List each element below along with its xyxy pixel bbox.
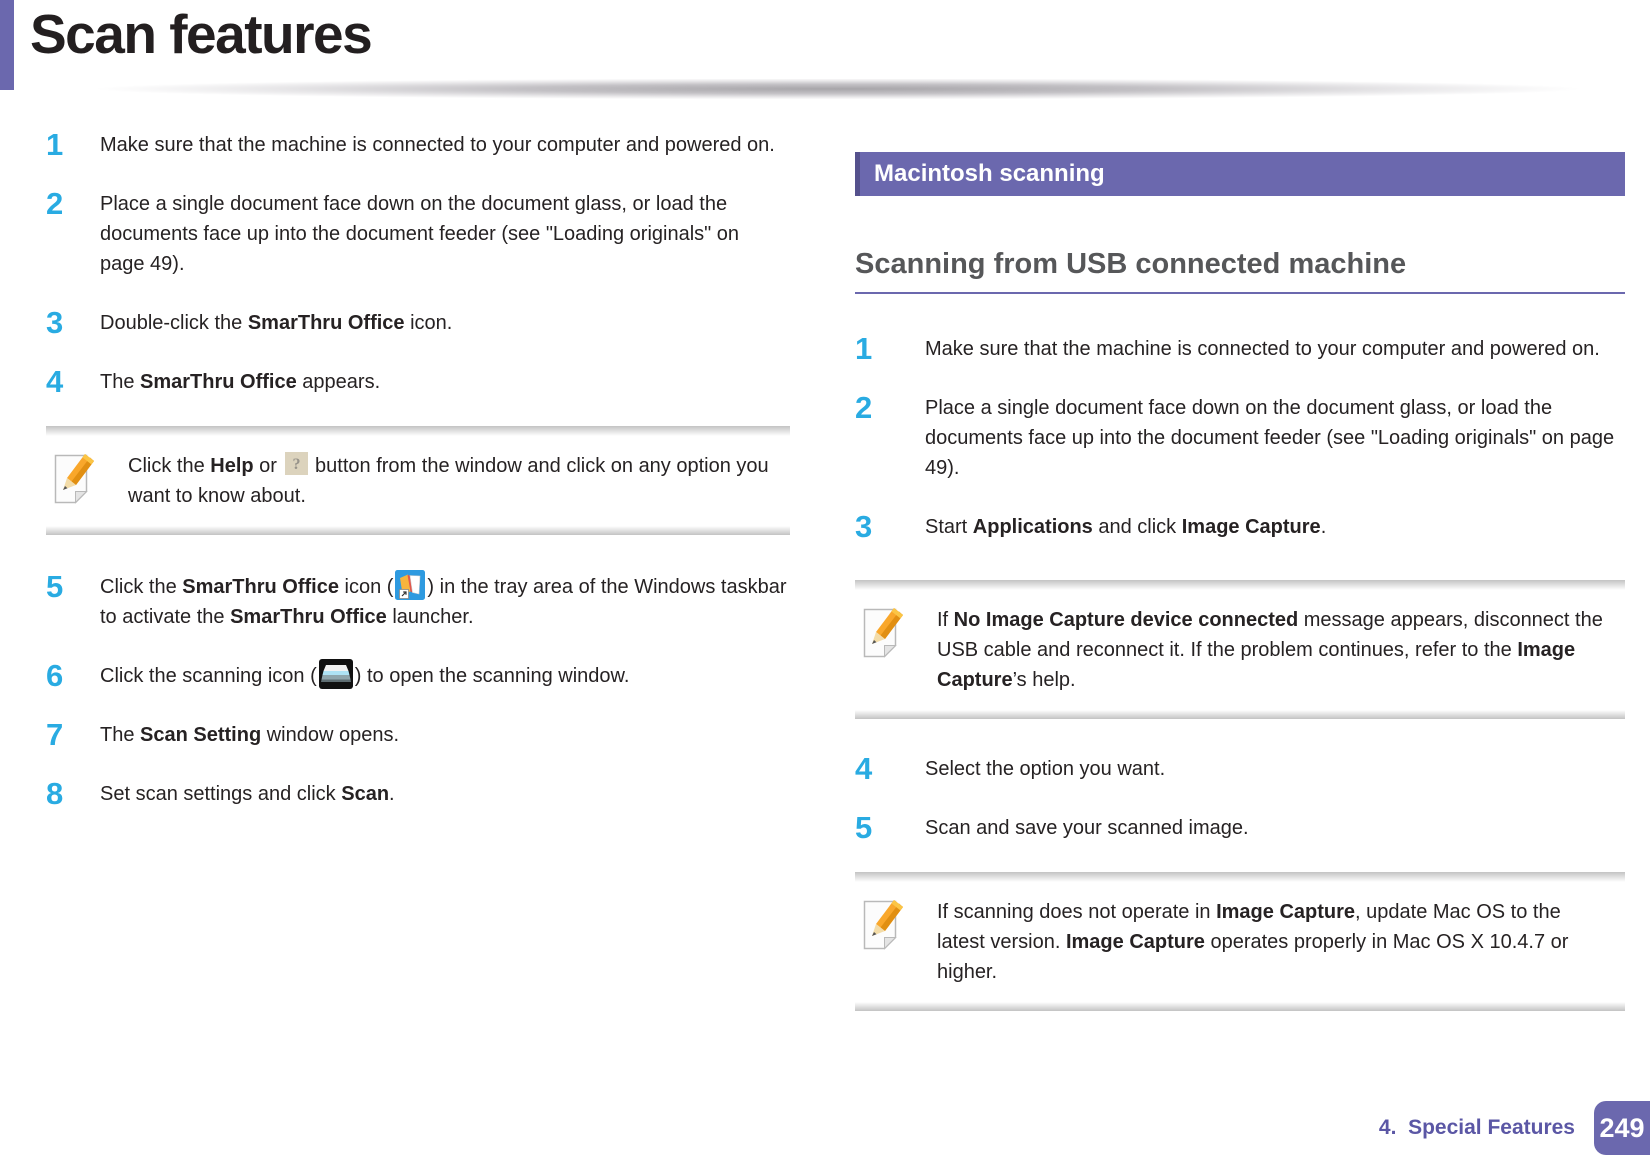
step-text: Make sure that the machine is connected … bbox=[100, 134, 775, 156]
title-divider bbox=[26, 79, 1650, 101]
section-header-label: Macintosh scanning bbox=[874, 160, 1105, 187]
step-number: 1 bbox=[46, 127, 64, 162]
step-row: 1 Make sure that the machine is connecte… bbox=[46, 127, 790, 162]
subheading-usb-scanning: Scanning from USB connected machine bbox=[855, 248, 1625, 294]
svg-text:?: ? bbox=[292, 456, 300, 473]
step-text: Start Applications and click Image Captu… bbox=[925, 516, 1327, 538]
step-number: 7 bbox=[46, 717, 64, 752]
section-header-macintosh-scanning: Macintosh scanning bbox=[855, 152, 1625, 196]
step-text: Make sure that the machine is connected … bbox=[925, 338, 1600, 360]
step-text: Place a single document face down on the… bbox=[100, 193, 740, 275]
step-row: 4 Select the option you want. bbox=[855, 751, 1625, 786]
step-text: The SmarThru Office appears. bbox=[100, 371, 381, 393]
step-text: Click the scanning icon () to open the s… bbox=[100, 658, 788, 691]
note-text: If No Image Capture device connected mes… bbox=[937, 609, 1603, 691]
note-pencil-icon bbox=[54, 453, 98, 511]
step-row: 5 Click the SmarThru Office icon () in t… bbox=[46, 569, 790, 632]
step-row: 4 The SmarThru Office appears. bbox=[46, 364, 790, 399]
step-number: 2 bbox=[46, 186, 64, 221]
note-box: If scanning does not operate in Image Ca… bbox=[855, 872, 1625, 1011]
note-pencil-icon bbox=[863, 899, 907, 987]
step-text: Set scan settings and click Scan. bbox=[100, 783, 395, 805]
step-number: 1 bbox=[855, 331, 873, 366]
step-number: 3 bbox=[855, 509, 873, 544]
smarthru-tray-icon bbox=[395, 569, 426, 600]
step-number: 8 bbox=[46, 776, 64, 811]
page-title: Scan features bbox=[30, 3, 373, 65]
step-text: Scan and save your scanned image. bbox=[925, 817, 1249, 839]
step-number: 6 bbox=[46, 658, 64, 693]
step-text: Select the option you want. bbox=[925, 758, 1166, 780]
step-number: 4 bbox=[46, 364, 64, 399]
footer-chapter-label: 4. Special Features bbox=[1378, 1116, 1575, 1139]
step-row: 1 Make sure that the machine is connecte… bbox=[855, 331, 1625, 366]
page-footer: 4. Special Features 249 bbox=[1379, 1101, 1650, 1155]
step-row: 7 The Scan Setting window opens. bbox=[46, 717, 790, 752]
step-row: 5 Scan and save your scanned image. bbox=[855, 810, 1625, 845]
page-number-badge: 249 bbox=[1594, 1101, 1650, 1155]
title-accent-bar bbox=[0, 0, 14, 90]
note-text: If scanning does not operate in Image Ca… bbox=[937, 901, 1569, 983]
step-number: 5 bbox=[46, 569, 64, 604]
step-number: 3 bbox=[46, 305, 64, 340]
right-column: Macintosh scanning Scanning from USB con… bbox=[855, 152, 1625, 1048]
step-text: Place a single document face down on the… bbox=[925, 397, 1615, 479]
step-number: 2 bbox=[855, 390, 873, 425]
scanner-icon bbox=[318, 658, 353, 689]
left-column: 1 Make sure that the machine is connecte… bbox=[46, 127, 790, 838]
note-box: If No Image Capture device connected mes… bbox=[855, 580, 1625, 719]
step-row: 6 Click the scanning icon () to open the… bbox=[46, 658, 790, 693]
note-text: Click the Help or ? button from the wind… bbox=[128, 451, 770, 511]
step-row: 8 Set scan settings and click Scan. bbox=[46, 776, 790, 811]
help-button-icon: ? bbox=[284, 452, 308, 476]
step-text: Double-click the SmarThru Office icon. bbox=[100, 312, 453, 334]
step-row: 2 Place a single document face down on t… bbox=[46, 186, 790, 279]
note-box: Click the Help or ? button from the wind… bbox=[46, 426, 790, 535]
note-pencil-icon bbox=[863, 607, 907, 695]
step-row: 2 Place a single document face down on t… bbox=[855, 390, 1625, 483]
step-text: Click the SmarThru Office icon () in the… bbox=[100, 569, 788, 632]
step-number: 4 bbox=[855, 751, 873, 786]
step-text: The Scan Setting window opens. bbox=[100, 724, 400, 746]
step-row: 3 Start Applications and click Image Cap… bbox=[855, 509, 1625, 544]
step-number: 5 bbox=[855, 810, 873, 845]
step-row: 3 Double-click the SmarThru Office icon. bbox=[46, 305, 790, 340]
